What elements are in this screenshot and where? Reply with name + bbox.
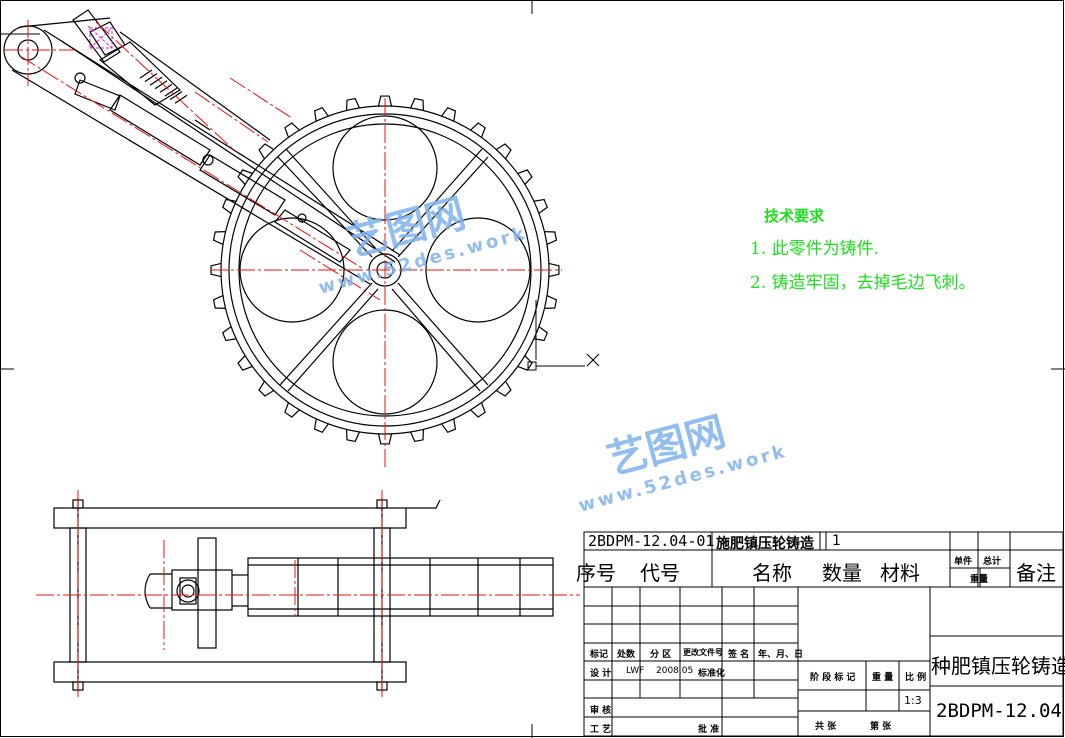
wheel-lug: [284, 402, 300, 418]
tb-count: 处数: [617, 650, 636, 660]
wheel-lug: [470, 122, 486, 138]
header-unit: 单件: [954, 557, 973, 567]
wheel-lug: [544, 230, 558, 246]
wheel-lug: [313, 418, 329, 434]
tb-scale: 1:3: [904, 694, 922, 707]
wheel-lug: [495, 143, 512, 160]
tb-process: 工 艺: [590, 725, 612, 735]
wheel-lug: [377, 95, 393, 107]
wheel-lug: [409, 97, 425, 111]
wheel-lug: [237, 355, 253, 371]
wheel-lug: [345, 97, 361, 111]
tech-req-item: 2. 铸造牢固，去掉毛边飞刺。: [750, 273, 976, 293]
tech-req-title: 技术要求: [764, 207, 825, 225]
wheel-lug: [533, 198, 549, 214]
spring-coil: [154, 80, 168, 90]
wheel-lug: [441, 418, 457, 434]
wheel-lug: [258, 380, 275, 397]
tb-signature: 签 名: [728, 650, 750, 660]
wheel-lug: [345, 429, 361, 443]
tb-mark: 标记: [590, 650, 609, 660]
tb-approve: 批 准: [698, 725, 720, 735]
wheel-lug: [544, 294, 558, 310]
wheel-lug: [517, 169, 533, 185]
tech-req-item: 1. 此零件为铸件.: [750, 239, 880, 259]
header-total: 总计: [983, 557, 1002, 567]
wheel-lug: [517, 355, 533, 371]
wheel-lug: [313, 106, 329, 122]
header-remarks: 备注: [1016, 561, 1056, 585]
scraper-arm: [3, 9, 401, 285]
wheel-lug: [495, 380, 512, 397]
part-qty: 1: [832, 533, 841, 549]
tb-sheet-no: 第 张: [870, 722, 892, 732]
magenta-marks: [87, 25, 115, 51]
tb-zone: 分 区: [650, 650, 672, 660]
wheel-lug: [212, 230, 226, 246]
spring-coil: [174, 94, 188, 104]
spring-coil: [144, 73, 158, 83]
rim-detail: [527, 300, 600, 371]
wheel-lug: [548, 262, 560, 278]
header-weight: 重量: [970, 575, 989, 585]
tb-weight: 重 量: [872, 673, 894, 683]
wheel-lug: [258, 143, 275, 160]
header-qty: 数量: [822, 561, 862, 585]
wheel-lug: [212, 294, 226, 310]
header-code: 代号: [640, 561, 680, 585]
tb-design-date: 2008.05: [656, 666, 694, 676]
tb-standardize: 标准化: [698, 669, 726, 679]
wheel-lug: [441, 106, 457, 122]
wheel-lug: [409, 429, 425, 443]
header-material: 材料: [880, 561, 920, 585]
tb-sheets-total: 共 张: [815, 722, 837, 732]
spring-coil: [149, 76, 163, 86]
title-block-grid: [583, 531, 1064, 737]
header-name: 名称: [752, 561, 792, 585]
wheel-lug: [284, 122, 300, 138]
wheel-lug: [470, 402, 486, 418]
wheel-lug: [221, 326, 237, 342]
center-lines-front: [5, 20, 562, 470]
drawing-name: 种肥镇压轮铸造: [931, 654, 1065, 678]
header-seq: 序号: [576, 561, 616, 585]
spring-coil: [169, 91, 183, 101]
tb-scale-label: 比 例: [905, 673, 927, 683]
wheel-lug: [533, 326, 549, 342]
tb-review: 审 核: [590, 706, 612, 716]
tb-design: 设 计: [590, 669, 612, 679]
part-name: 施肥镇压轮铸造: [716, 536, 814, 552]
spring-coil: [159, 83, 173, 93]
part-code: 2BDPM-12.04-01: [588, 532, 715, 550]
tb-stage-mark: 阶 段 标 记: [810, 673, 856, 683]
tb-date: 年、月、日: [758, 650, 804, 660]
tb-designer: LWF: [626, 666, 645, 676]
tb-change-doc: 更改文件号: [683, 648, 723, 657]
spring-coil: [139, 69, 153, 79]
center-lines-top: [36, 490, 580, 700]
drawing-number: 2BDPM-12.04: [936, 700, 1062, 722]
technical-requirements: 技术要求 1. 此零件为铸件. 2. 铸造牢固，去掉毛边飞刺。: [750, 206, 976, 300]
